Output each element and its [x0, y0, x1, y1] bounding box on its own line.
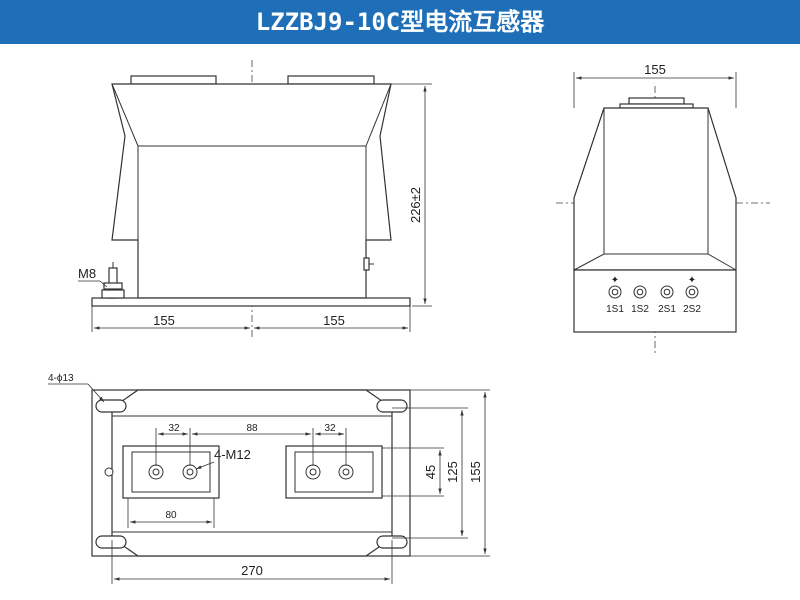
side-terminal-panel: [573, 269, 737, 333]
dim-155-label: 155: [468, 461, 483, 483]
front-top-plate-right: [287, 75, 375, 85]
ground-mark-right-icon: ✦: [688, 275, 696, 286]
primary-terminal-inner-right: [294, 451, 374, 493]
front-base-plate: [91, 297, 411, 307]
side-body-outline: [573, 107, 737, 271]
dim-45-label: 45: [423, 465, 438, 479]
height-dim-label: 226±2: [408, 187, 423, 223]
top-side-stud-icon: [104, 467, 114, 477]
title-bar: [0, 0, 800, 44]
primary-terminal-plate-right: [285, 445, 383, 499]
dim-270-label: 270: [241, 563, 263, 578]
mount-hole-top-left-icon: [95, 399, 127, 413]
bolt-p1-icon: [148, 464, 164, 480]
hole-leader-arrow: [87, 383, 105, 403]
front-edge-left: [111, 83, 139, 147]
terminal-label-2s1: 2S1: [658, 304, 676, 315]
thread-label: 4-M12: [214, 447, 251, 462]
width-dim-left-label: 155: [153, 313, 175, 328]
bolt-p2-icon: [182, 464, 198, 480]
front-edge-right: [365, 83, 392, 147]
technical-drawing: M8 226±2 155 155: [48, 60, 770, 584]
front-side-lug-icon: [363, 257, 370, 271]
side-bevel-left: [573, 253, 605, 271]
dim-32-right-label: 32: [324, 423, 336, 434]
terminal-2s2-icon: [685, 285, 699, 299]
primary-terminal-plate-left: [122, 445, 220, 499]
front-top-plate-left: [130, 75, 217, 85]
terminal-1s2-icon: [633, 285, 647, 299]
side-width-dim-label: 155: [644, 62, 666, 77]
terminal-label-2s2: 2S2: [683, 304, 701, 315]
terminal-1s1-icon: [608, 285, 622, 299]
bolt-leader-tip: [99, 280, 108, 288]
thread-leader: [195, 461, 215, 470]
hole-label: 4-ϕ13: [48, 373, 74, 384]
width-dim-right-label: 155: [323, 313, 345, 328]
page-title: LZZBJ9-10C型电流互感器: [255, 8, 545, 36]
terminal-label-1s2: 1S2: [631, 304, 649, 315]
dim-125-label: 125: [445, 461, 460, 483]
ground-mark-left-icon: ✦: [611, 275, 619, 286]
dim-88-label: 88: [246, 423, 258, 434]
mount-hole-bottom-left-icon: [95, 535, 127, 549]
bolt-p4-icon: [338, 464, 354, 480]
mount-hole-top-right-icon: [376, 399, 408, 413]
side-bevel-right: [707, 253, 737, 271]
side-view: ✦ ✦ 1S1 1S2 2S1 2S2 155: [556, 62, 770, 356]
terminal-label-1s1: 1S1: [606, 304, 624, 315]
primary-terminal-inner-left: [131, 451, 211, 493]
ground-bolt-icon: [101, 262, 125, 299]
dim-32-left-label: 32: [168, 423, 180, 434]
dim-80-label: 80: [165, 510, 177, 521]
terminal-2s1-icon: [660, 285, 674, 299]
front-view: M8 226±2 155 155: [78, 60, 432, 340]
bolt-label: M8: [78, 266, 96, 281]
side-top-plate: [628, 97, 685, 105]
bolt-p3-icon: [305, 464, 321, 480]
top-view: 4-ϕ13 4-M12 32 88 32 80: [48, 373, 490, 584]
front-body-outline: [111, 83, 392, 299]
